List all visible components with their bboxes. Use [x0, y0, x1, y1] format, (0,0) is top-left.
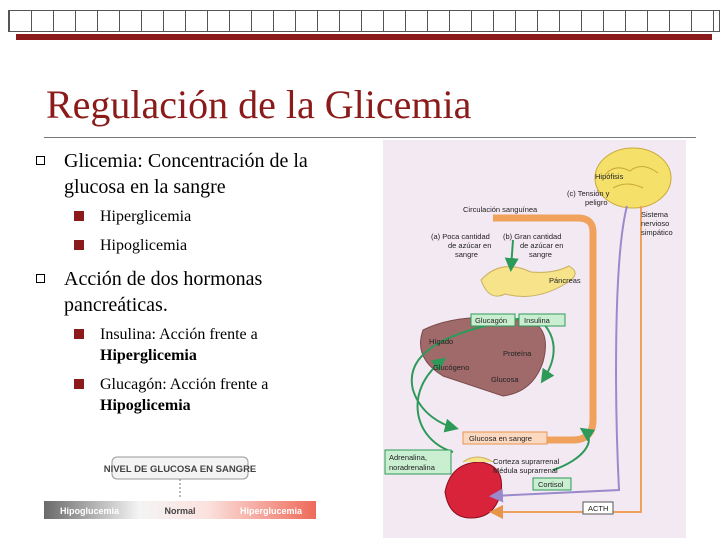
label-glucogeno: Glucógeno [433, 363, 469, 372]
label-sistema-2: nervioso [641, 219, 669, 228]
label-higado: Hígado [429, 337, 453, 346]
label-glucosa: Glucosa [491, 375, 519, 384]
label-glucagon: Glucagón [475, 316, 507, 325]
scale-bar [44, 501, 316, 519]
label-pancreas: Páncreas [549, 276, 581, 285]
diagram-svg: Hipófisis (c) Tensión y peligro Sistema … [384, 147, 673, 519]
label-medula: Médula suprarrenal [493, 466, 558, 475]
label-poca-2: de azúcar en [448, 241, 491, 250]
sub-bullet-text: Hiperglicemia [100, 208, 192, 225]
arrow [489, 205, 628, 503]
arrow [410, 317, 524, 433]
hollow-square-bullet-icon [36, 274, 45, 283]
glucagon-box [470, 313, 516, 327]
scale-svg: NIVEL DE GLUCOSA EN SANGRE Hipoglucemia … [44, 456, 316, 519]
label-circulacion: Circulación sanguínea [463, 205, 538, 214]
label-glucosa-sangre: Glucosa en sangre [469, 434, 532, 443]
sub-bullet-text: Hipoglicemia [100, 237, 188, 254]
label-gran-2: de azúcar en [520, 241, 563, 250]
glucose-level-scale: NIVEL DE GLUCOSA EN SANGRE Hipoglucemia … [40, 455, 320, 525]
sub-bullet-insulina: Insulina: Acción frente a Hiperglicemia [30, 324, 360, 366]
brain-icon [594, 147, 672, 209]
scale-normal: Normal [164, 506, 195, 516]
filled-square-bullet-icon [74, 379, 84, 389]
bullet-text: Acción de dos hormonas pancreáticas. [64, 268, 263, 316]
arrow [416, 357, 454, 453]
label-sistema-1: Sistema [641, 210, 669, 219]
label-cortisol: Cortisol [538, 480, 564, 489]
label-gran-3: sangre [529, 250, 552, 259]
label-hipofisis: Hipófisis [595, 172, 624, 181]
label-gran-1: (b) Gran cantidad [503, 232, 561, 241]
scale-title: NIVEL DE GLUCOSA EN SANGRE [104, 464, 257, 475]
label-corteza: Corteza suprarrenal [493, 457, 560, 466]
header-grid [8, 10, 720, 32]
arrow [489, 206, 642, 519]
adrenalina-box [384, 449, 452, 475]
insulina-box [518, 313, 566, 327]
label-insulina: Insulina [524, 316, 551, 325]
label-poca-1: (a) Poca cantidad [431, 232, 490, 241]
label-adrenalina-2: noradrenalina [389, 463, 436, 472]
title-divider [44, 137, 696, 138]
sub-bullet-hiperglicemia: Hiperglicemia [30, 206, 360, 227]
filled-square-bullet-icon [74, 240, 84, 250]
arrow [504, 239, 519, 272]
sub-bullet-bold: Hipoglicemia [100, 397, 191, 414]
sub-bullet-glucagon: Glucagón: Acción frente a Hipoglicemia [30, 374, 360, 416]
sub-bullet-bold: Hiperglicemia [100, 347, 197, 364]
label-poca-3: sangre [455, 250, 478, 259]
sub-bullet-text: Insulina: Acción frente a [100, 326, 258, 343]
scale-low: Hipoglucemia [60, 506, 120, 516]
header-red-bar [16, 34, 712, 40]
pancreas-icon [480, 265, 576, 297]
hollow-square-bullet-icon [36, 156, 45, 165]
glucose-regulation-diagram: Hipófisis (c) Tensión y peligro Sistema … [383, 140, 686, 538]
arrow [552, 427, 596, 471]
label-acth: ACTH [588, 504, 608, 513]
label-tension-1: (c) Tensión y [567, 189, 610, 198]
sub-bullet-hipoglicemia: Hipoglicemia [30, 235, 360, 256]
slide-header-decoration [0, 0, 728, 44]
label-adrenalina-1: Adrenalina, [389, 453, 427, 462]
label-sistema-3: simpático [641, 228, 673, 237]
sub-bullet-text: Glucagón: Acción frente a [100, 376, 269, 393]
scale-high: Hiperglucemia [240, 506, 303, 516]
slide-title: Regulación de la Glicemia [46, 82, 472, 127]
bullet-glicemia: Glicemia: Concentración de la glucosa en… [30, 148, 360, 200]
bullet-text: Glicemia: Concentración de la glucosa en… [64, 150, 308, 198]
acth-box [582, 501, 614, 515]
glucosa-sangre-box [462, 431, 548, 445]
bullet-hormonas: Acción de dos hormonas pancreáticas. [30, 266, 360, 318]
filled-square-bullet-icon [74, 329, 84, 339]
filled-square-bullet-icon [74, 211, 84, 221]
cortisol-box [532, 477, 572, 491]
label-proteina: Proteína [503, 349, 532, 358]
bullet-list: Glicemia: Concentración de la glucosa en… [30, 148, 360, 424]
label-tension-2: peligro [585, 198, 608, 207]
